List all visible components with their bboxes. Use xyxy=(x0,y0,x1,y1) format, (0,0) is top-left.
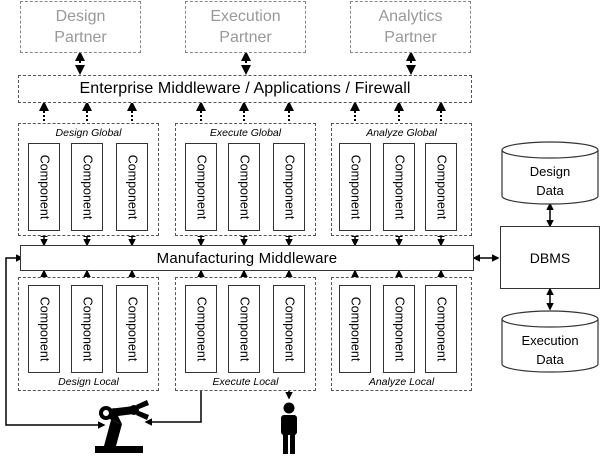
execution-data-cylinder xyxy=(501,310,599,373)
execution-partner-line1: Execution xyxy=(210,8,281,25)
design-global-component-2: Component xyxy=(71,143,103,231)
execution-partner-line2: Partner xyxy=(219,29,272,46)
analyze-global-label: Analyze Global xyxy=(366,127,437,139)
execute-local-component-2: Component xyxy=(228,285,260,373)
robot-loop-left xyxy=(5,254,106,429)
analytics-partner-line1: Analytics xyxy=(378,8,443,25)
design-partner-line2: Partner xyxy=(54,29,107,46)
component-label: Component xyxy=(237,154,251,220)
execute-local-component-1: Component xyxy=(185,285,217,373)
execute-global-component-1: Component xyxy=(185,143,217,231)
component-label: Component xyxy=(125,154,139,220)
component-label: Component xyxy=(348,154,362,220)
component-label: Component xyxy=(125,296,139,362)
design-data-label: Design Data xyxy=(502,162,598,200)
design-local-label: Design Local xyxy=(58,376,119,388)
execute-global-label: Execute Global xyxy=(209,127,282,139)
design-local-component-1: Component xyxy=(28,285,60,373)
analyze-local-component-3: Component xyxy=(425,285,457,373)
design-global-component-3: Component xyxy=(116,143,148,231)
component-label: Component xyxy=(237,296,251,362)
component-label: Component xyxy=(282,296,296,362)
analyze-global-component-2: Component xyxy=(383,143,415,231)
component-label: Component xyxy=(37,296,51,362)
design-global-component-1: Component xyxy=(28,143,60,231)
component-label: Component xyxy=(434,154,448,220)
enterprise-middleware-label: Enterprise Middleware / Applications / F… xyxy=(79,80,411,97)
execute-global-component-3: Component xyxy=(273,143,305,231)
execution-partner-box: Execution Partner xyxy=(185,1,306,53)
design-local-component-2: Component xyxy=(71,285,103,373)
person-icon xyxy=(281,402,297,454)
component-label: Component xyxy=(282,154,296,220)
design-global-label: Design Global xyxy=(55,127,122,139)
analyze-local-label: Analyze Local xyxy=(368,376,435,388)
design-local-component-3: Component xyxy=(116,285,148,373)
analytics-partner-box: Analytics Partner xyxy=(350,1,471,53)
design-data-line1: Design xyxy=(529,164,571,179)
execution-data-line1: Execution xyxy=(521,333,579,348)
component-label: Component xyxy=(392,296,406,362)
manufacturing-middleware-box: Manufacturing Middleware xyxy=(20,245,474,271)
component-label: Component xyxy=(80,296,94,362)
manufacturing-middleware-label: Manufacturing Middleware xyxy=(156,249,338,267)
design-data-cylinder xyxy=(501,141,599,205)
analyze-local-component-1: Component xyxy=(339,285,371,373)
execute-global-component-2: Component xyxy=(228,143,260,231)
component-label: Component xyxy=(37,154,51,220)
enterprise-middleware-box: Enterprise Middleware / Applications / F… xyxy=(18,75,472,103)
execute-local-component-3: Component xyxy=(273,285,305,373)
dbms-box: DBMS xyxy=(500,226,600,289)
component-label: Component xyxy=(348,296,362,362)
analytics-partner-line2: Partner xyxy=(384,29,437,46)
component-label: Component xyxy=(194,296,208,362)
analyze-local-component-2: Component xyxy=(383,285,415,373)
analyze-global-component-3: Component xyxy=(425,143,457,231)
design-partner-line1: Design xyxy=(55,8,106,25)
component-label: Component xyxy=(392,154,406,220)
component-label: Component xyxy=(80,154,94,220)
component-label: Component xyxy=(194,154,208,220)
analyze-global-component-1: Component xyxy=(339,143,371,231)
execution-data-line2: Data xyxy=(536,352,564,367)
component-label: Component xyxy=(434,296,448,362)
design-data-line2: Data xyxy=(536,183,564,198)
execute-local-label: Execute Local xyxy=(212,376,279,388)
execution-data-label: Execution Data xyxy=(502,331,598,369)
design-partner-box: Design Partner xyxy=(20,1,141,53)
robot-arm-icon xyxy=(95,400,149,453)
dbms-label: DBMS xyxy=(529,249,571,266)
